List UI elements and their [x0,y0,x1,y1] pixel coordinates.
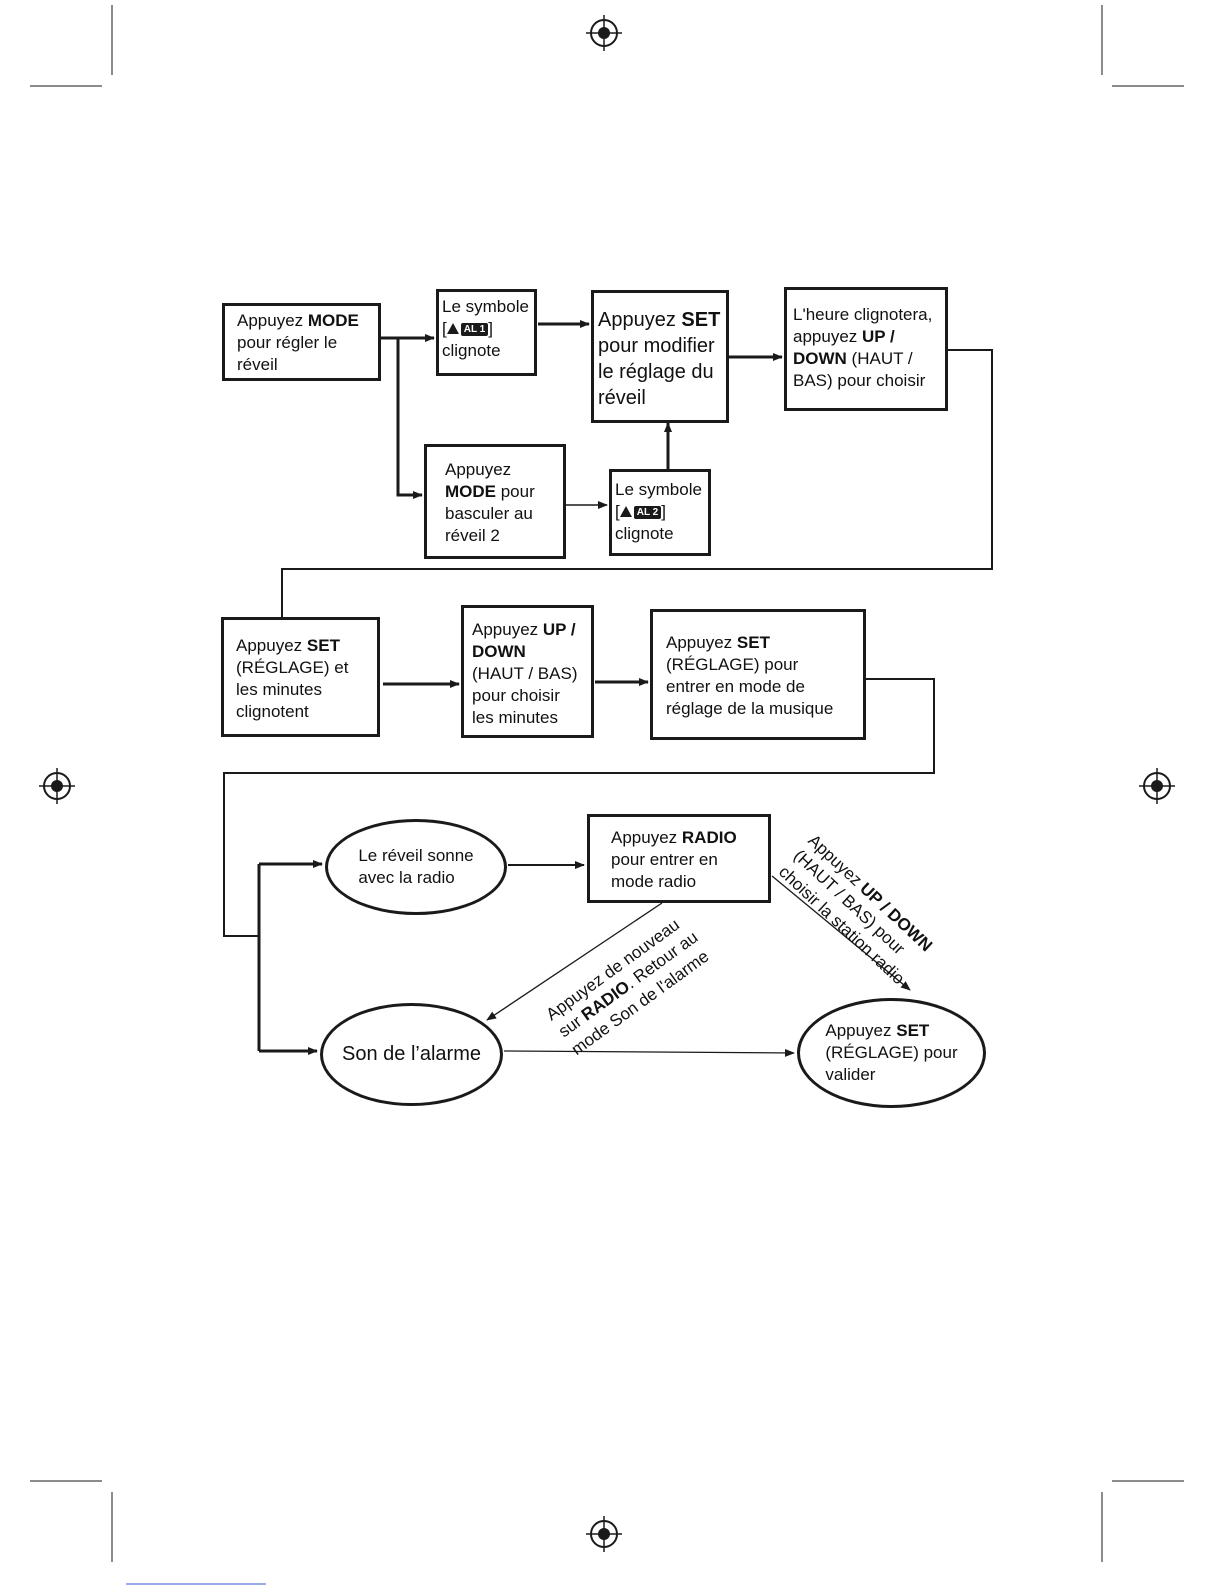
connector-hour-to-minutes [281,349,993,617]
crop-marks [30,5,1184,1562]
step-press-set-modify: Appuyez SET pour modifier le réglage du … [591,290,729,423]
step-choose-minutes: Appuyez UP / DOWN (HAUT / BAS) pour choi… [461,605,594,738]
al2-symbol-row: [AL 2] [615,502,666,522]
mode-switch-line2: MODE pour [445,482,535,502]
registration-mark-left [39,768,75,804]
registration-mark-top [586,15,622,51]
registration-mark-bottom [586,1516,622,1552]
hour-blink-line2: appuyez UP / [793,327,895,347]
hour-blink-line3: DOWN (HAUT / [793,349,913,369]
bell-icon [446,323,459,335]
choose-minutes-line2: DOWN [472,642,526,662]
connector-music-to-alarm-branch [223,678,935,937]
step-radio-mode: Appuyez RADIO pour entrer en mode radio [587,814,771,903]
arrow-alarm-sound-to-validate [503,1048,795,1057]
al1-badge: AL 1 [460,323,489,337]
step-set-line1: Appuyez SET [598,309,721,331]
validate-text: Appuyez SET (RÉGLAGE) pour valider [825,1020,958,1085]
registration-mark-right [1139,768,1175,804]
state-radio-alarm: Le réveil sonne avec la radio [325,819,507,915]
step-al1-symbol: Le symbole [AL 1] clignote [436,289,537,376]
radio-mode-line1: Appuyez RADIO [611,828,737,847]
state-alarm-sound: Son de l’alarme [320,1003,503,1106]
al2-badge: AL 2 [633,506,662,520]
arrow-radio-mode-to-validate [771,875,911,991]
step-hour-blink: L'heure clignotera, appuyez UP / DOWN (H… [784,287,948,411]
arrow-start-to-mode-switch [396,338,423,499]
arrow-radio-mode-back-to-alarm-sound [486,902,663,1021]
minutes-blink-line1: Appuyez SET [236,636,340,655]
step-mode-switch-alarm2: Appuyez MODE pour basculer au réveil 2 [424,444,566,559]
state-validate: Appuyez SET (RÉGLAGE) pour valider [797,998,986,1108]
step-al2-symbol: Le symbole [AL 2] clignote [609,469,711,556]
bell-icon [619,506,632,518]
al1-symbol-row: [AL 1] [442,319,493,339]
alarm-sound-label: Son de l’alarme [342,1043,481,1065]
validate-line1: Appuyez SET [825,1020,930,1040]
step-press-mode-line1: Appuyez MODE [237,311,359,330]
choose-minutes-line1: Appuyez UP / [472,620,576,639]
radio-alarm-text: Le réveil sonne avec la radio [358,845,474,887]
music-mode-line1: Appuyez SET [666,633,770,652]
step-music-mode: Appuyez SET (RÉGLAGE) pour entrer en mod… [650,609,866,740]
step-minutes-blink: Appuyez SET (RÉGLAGE) et les minutes cli… [221,617,380,737]
step-press-mode: Appuyez MODE pour régler le réveil [222,303,381,381]
